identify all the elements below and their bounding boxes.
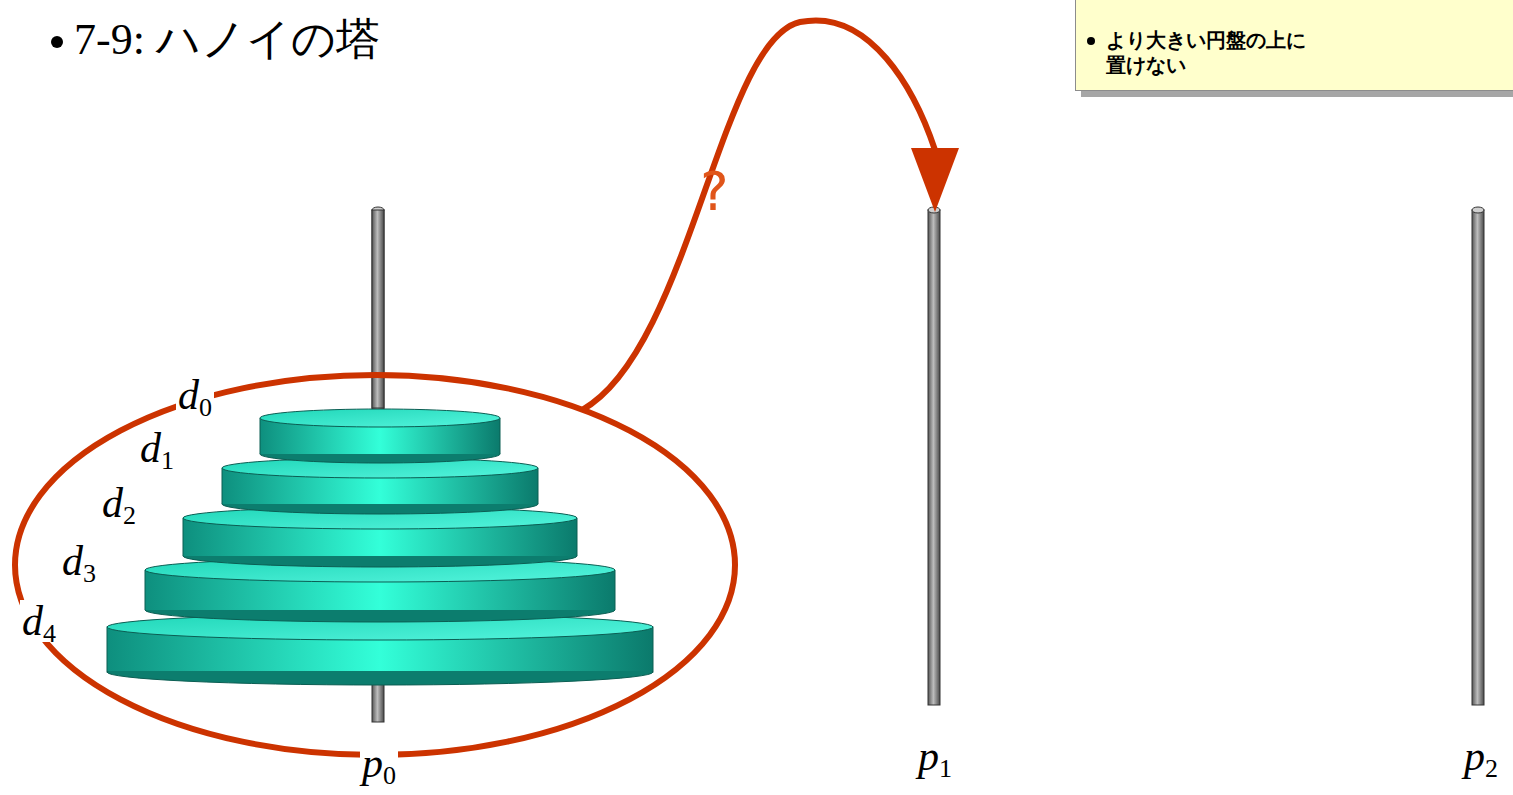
question-mark: ? <box>700 165 729 219</box>
symbol-index: 4 <box>43 619 56 648</box>
peg-label: p1 <box>916 735 954 777</box>
peg-p1 <box>928 207 940 705</box>
note-bullet-dot <box>1087 37 1095 45</box>
symbol-index: 2 <box>123 501 136 530</box>
disk-label: d3 <box>60 540 98 582</box>
disk-d0 <box>260 409 500 463</box>
note-box: より大きい円盤の上に 置けない <box>1075 0 1513 91</box>
symbol-index: 1 <box>939 754 952 783</box>
symbol-index: 1 <box>161 446 174 475</box>
disk-d4 <box>107 614 653 685</box>
bullet-dot <box>51 36 63 48</box>
symbol-letter: d <box>102 480 123 526</box>
disk-label: d2 <box>100 482 138 524</box>
symbol-letter: p <box>918 733 939 779</box>
symbol-index: 3 <box>83 559 96 588</box>
move-arrow <box>582 20 935 410</box>
symbol-index: 2 <box>1485 754 1498 783</box>
peg-p0-top <box>372 210 384 408</box>
note-bullet <box>1086 36 1096 46</box>
disk-label: d0 <box>176 374 214 416</box>
symbol-letter: d <box>62 538 83 584</box>
symbol-index: 0 <box>383 761 396 790</box>
slide-title: 7-9: ハノイの塔 <box>74 14 380 67</box>
note-text: より大きい円盤の上に 置けない <box>1106 28 1314 78</box>
peg-p2 <box>1472 207 1484 705</box>
disk-d3 <box>145 558 615 622</box>
symbol-letter: d <box>22 598 43 644</box>
disk-label: d1 <box>138 427 176 469</box>
symbol-index: 0 <box>199 393 212 422</box>
disk-d2 <box>183 507 577 567</box>
symbol-letter: p <box>362 740 383 786</box>
peg-label: p2 <box>1462 735 1500 777</box>
symbol-letter: d <box>178 372 199 418</box>
symbol-letter: d <box>140 425 161 471</box>
arrow-head <box>911 148 959 212</box>
selection-ellipse <box>15 375 735 755</box>
peg-label: p0 <box>360 742 398 784</box>
disk-label: d4 <box>20 600 58 642</box>
disk-d1 <box>222 458 538 514</box>
symbol-letter: p <box>1464 733 1485 779</box>
